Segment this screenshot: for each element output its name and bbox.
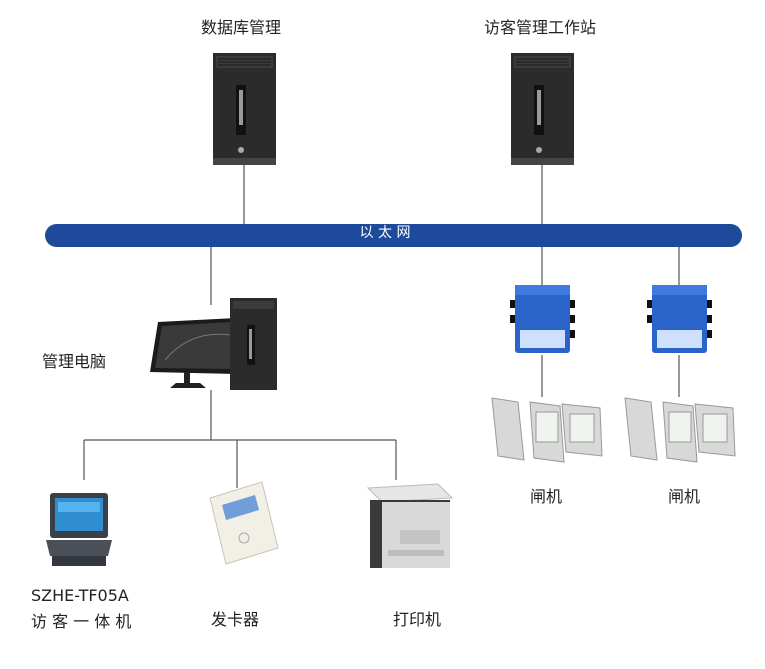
ethernet-label: 以 太 网 xyxy=(359,225,411,241)
gate-2-label: 闸机 xyxy=(668,487,701,506)
db-server-icon xyxy=(213,53,276,165)
printer-icon xyxy=(366,483,454,568)
kiosk-name-label: 访 客 一 体 机 xyxy=(31,612,132,631)
gate-2-icon xyxy=(624,397,736,463)
visitor-station-icon xyxy=(511,53,574,165)
db-server-label: 数据库管理 xyxy=(201,18,282,37)
mgmt-pc-label: 管理电脑 xyxy=(42,352,107,371)
card-issuer-icon xyxy=(209,481,279,565)
mgmt-pc-icon xyxy=(150,298,277,390)
kiosk-icon xyxy=(46,493,112,566)
gate-1-icon xyxy=(491,397,603,463)
card-issuer-label: 发卡器 xyxy=(211,610,260,629)
gate-1-label: 闸机 xyxy=(530,487,563,506)
printer-label: 打印机 xyxy=(393,610,442,629)
controller-2-icon xyxy=(647,285,712,353)
visitor-station-label: 访客管理工作站 xyxy=(484,18,597,37)
ethernet-bus xyxy=(45,224,742,247)
controller-1-icon xyxy=(510,285,575,353)
kiosk-model-label: SZHE-TF05A xyxy=(31,586,129,605)
